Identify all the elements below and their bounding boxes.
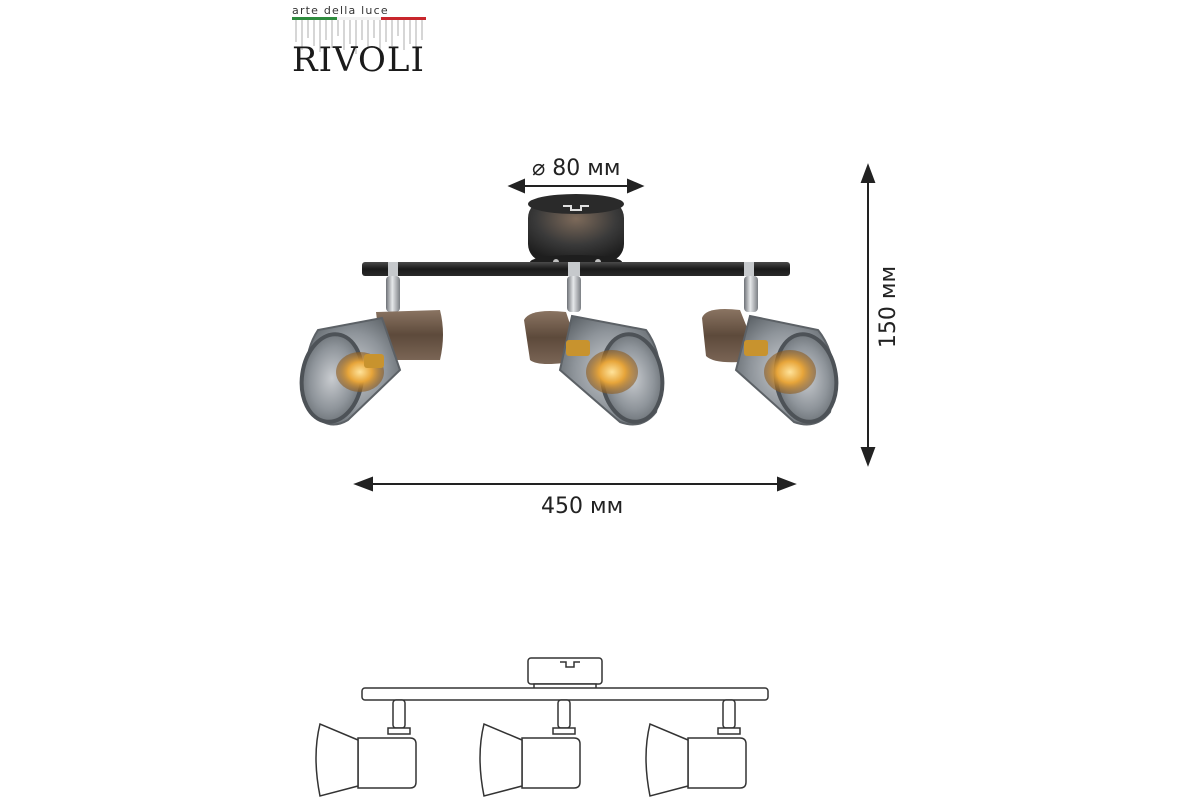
width-arrow — [353, 476, 797, 492]
diameter-arrow — [507, 178, 645, 194]
flag-green — [292, 17, 337, 20]
italian-flag-stripe — [292, 17, 427, 20]
diameter-label: ⌀ 80 мм — [532, 156, 621, 181]
side-view-line-drawing — [315, 657, 769, 797]
spotlight-center — [524, 276, 665, 426]
brand-logo: arte della luce RIVOLI — [292, 4, 427, 80]
brand-name: RIVOLI — [292, 40, 425, 80]
logo-curtain-graphic — [295, 20, 423, 54]
flag-red — [381, 17, 427, 20]
spotlight-right — [702, 276, 839, 426]
spotlight-left — [299, 276, 443, 426]
height-arrow — [860, 163, 876, 467]
flag-white — [336, 17, 382, 20]
mounting-rail — [362, 262, 790, 276]
ceiling-canopy — [528, 194, 624, 269]
height-label: 150 мм — [876, 265, 902, 349]
width-label: 450 мм — [541, 494, 624, 519]
brand-tagline: arte della luce — [292, 4, 389, 17]
